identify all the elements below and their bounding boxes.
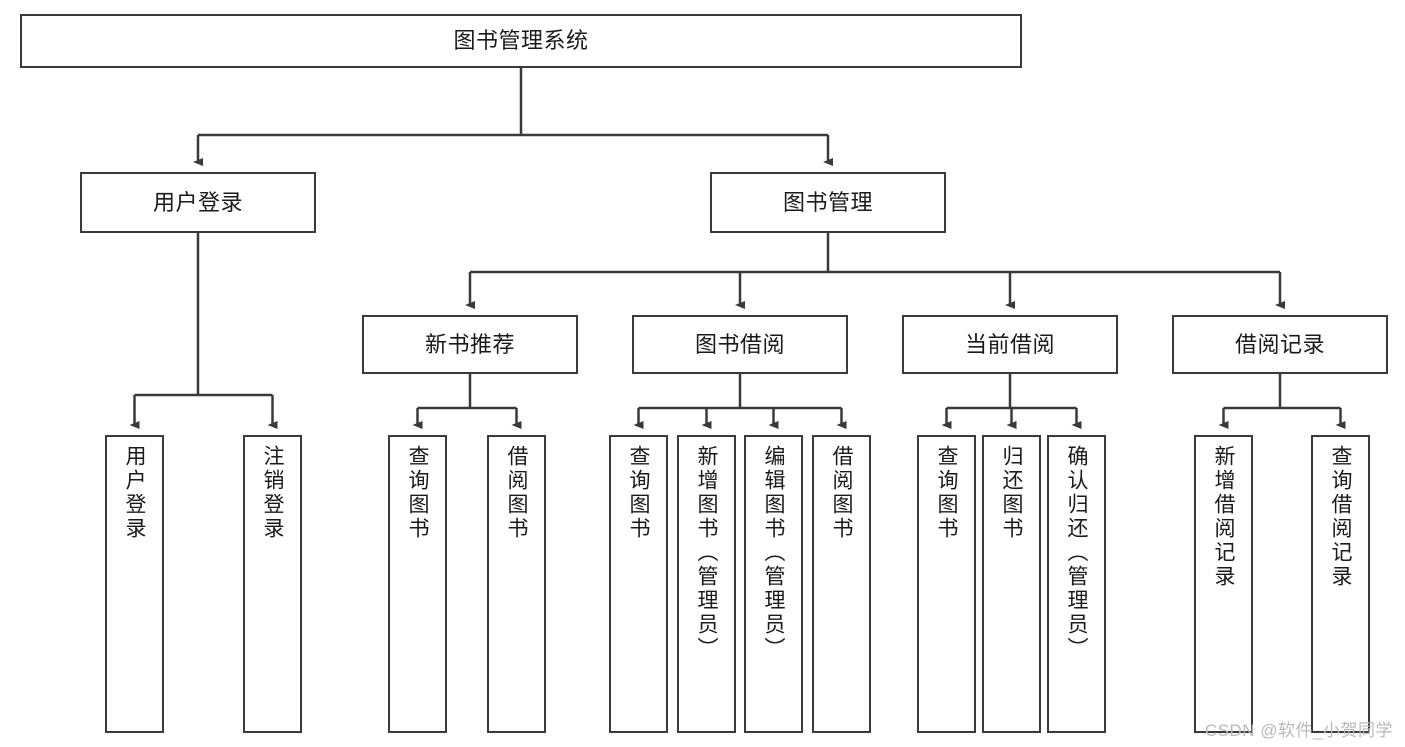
node-leaf-logout[interactable]: 注销登录	[243, 435, 302, 733]
node-label: 图书管理系统	[453, 28, 589, 54]
node-leaf-br-add[interactable]: 新增借阅记录	[1194, 435, 1253, 733]
node-label: 归还图书	[1000, 445, 1023, 541]
node-leaf-user-login[interactable]: 用户登录	[105, 435, 164, 733]
node-leaf-bb-query[interactable]: 查询图书	[609, 435, 668, 733]
node-label: 用户登录	[123, 445, 146, 541]
node-label: 查询图书	[935, 445, 958, 541]
node-label: 新书推荐	[424, 331, 515, 357]
node-leaf-bb-borrow[interactable]: 借阅图书	[812, 435, 871, 733]
node-leaf-cb-confirm[interactable]: 确认归还（管理员）	[1047, 435, 1106, 733]
node-current-borrow[interactable]: 当前借阅	[902, 315, 1118, 374]
node-label: 查询图书	[406, 445, 429, 541]
node-new-book-rec[interactable]: 新书推荐	[362, 315, 578, 374]
node-leaf-bb-edit[interactable]: 编辑图书（管理员）	[744, 435, 803, 733]
edge-group	[129, 68, 1346, 429]
node-leaf-rec-borrow[interactable]: 借阅图书	[487, 435, 546, 733]
node-label: 查询借阅记录	[1329, 445, 1352, 589]
node-label: 图书管理	[782, 189, 873, 215]
node-label: 确认归还（管理员）	[1065, 445, 1088, 661]
node-label: 用户登录	[152, 189, 243, 215]
node-label: 借阅记录	[1234, 331, 1325, 357]
node-leaf-cb-return[interactable]: 归还图书	[982, 435, 1041, 733]
node-label: 新增借阅记录	[1212, 445, 1235, 589]
node-label: 当前借阅	[964, 331, 1055, 357]
node-label: 借阅图书	[505, 445, 528, 541]
node-label: 图书借阅	[694, 331, 785, 357]
node-leaf-rec-query[interactable]: 查询图书	[388, 435, 447, 733]
node-user-login[interactable]: 用户登录	[80, 172, 316, 233]
node-label: 新增图书（管理员）	[695, 445, 718, 661]
node-label: 注销登录	[261, 445, 284, 541]
node-label: 编辑图书（管理员）	[762, 445, 785, 661]
node-label: 借阅图书	[830, 445, 853, 541]
node-root[interactable]: 图书管理系统	[20, 14, 1022, 68]
node-leaf-br-query[interactable]: 查询借阅记录	[1311, 435, 1370, 733]
node-leaf-cb-query[interactable]: 查询图书	[917, 435, 976, 733]
node-book-manage[interactable]: 图书管理	[710, 172, 946, 233]
node-leaf-bb-add[interactable]: 新增图书（管理员）	[677, 435, 736, 733]
node-borrow-record[interactable]: 借阅记录	[1172, 315, 1388, 374]
node-label: 查询图书	[627, 445, 650, 541]
node-book-borrow[interactable]: 图书借阅	[632, 315, 848, 374]
